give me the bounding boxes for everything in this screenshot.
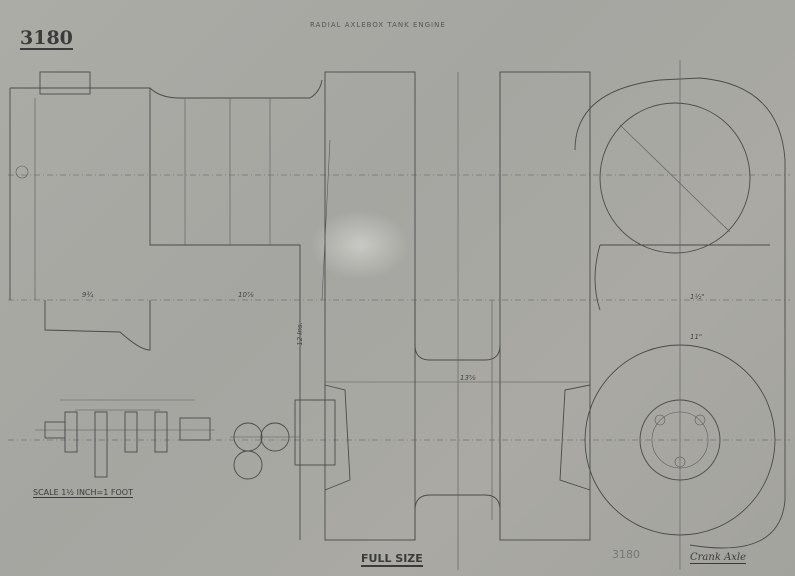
dim-label: 11" bbox=[690, 333, 703, 341]
crank-pin-circle bbox=[599, 102, 751, 254]
web-end-outline bbox=[574, 77, 786, 549]
journal-step bbox=[149, 88, 301, 540]
dim-label: 10⅞ bbox=[238, 291, 254, 299]
pencil-number: 3180 bbox=[612, 548, 640, 561]
full-size-note: FULL SIZE bbox=[361, 552, 423, 567]
collar-right bbox=[559, 384, 591, 491]
bolt-hole bbox=[694, 414, 706, 426]
keyway-detail bbox=[39, 71, 91, 95]
small-crank-web bbox=[94, 411, 108, 478]
small-end-circle bbox=[233, 450, 263, 480]
oil-hole bbox=[15, 165, 29, 179]
collar-left bbox=[324, 384, 351, 491]
taper-line bbox=[321, 139, 331, 301]
small-crank-web bbox=[154, 411, 168, 453]
dim-label: 12 Ins. bbox=[295, 322, 304, 346]
drawing-number: 3180 bbox=[20, 27, 73, 50]
crank-pin-lower bbox=[414, 494, 501, 540]
small-crank-web bbox=[64, 411, 78, 453]
crank-pin-upper bbox=[414, 300, 501, 361]
diameter-line bbox=[619, 124, 731, 233]
bolt-hole bbox=[654, 414, 666, 426]
dim-label: 1½" bbox=[690, 293, 705, 301]
section-detail bbox=[294, 399, 336, 466]
web-fillet bbox=[594, 244, 601, 311]
scale-note: SCALE 1½ INCH=1 FOOT bbox=[33, 488, 133, 498]
small-crank-journal bbox=[179, 417, 211, 441]
drawing-title: RADIAL AXLEBOX TANK ENGINE bbox=[310, 21, 446, 29]
small-crank-web bbox=[124, 411, 138, 453]
web-left bbox=[324, 71, 416, 541]
dim-label: 13⅝ bbox=[460, 374, 476, 382]
shaft-lower-outline bbox=[44, 300, 151, 351]
shaft-top-outline bbox=[10, 79, 323, 99]
part-name: Crank Axle bbox=[690, 552, 747, 564]
web-right bbox=[499, 71, 591, 541]
paper-stain bbox=[310, 210, 410, 280]
dim-label: 9¾ bbox=[82, 291, 94, 299]
